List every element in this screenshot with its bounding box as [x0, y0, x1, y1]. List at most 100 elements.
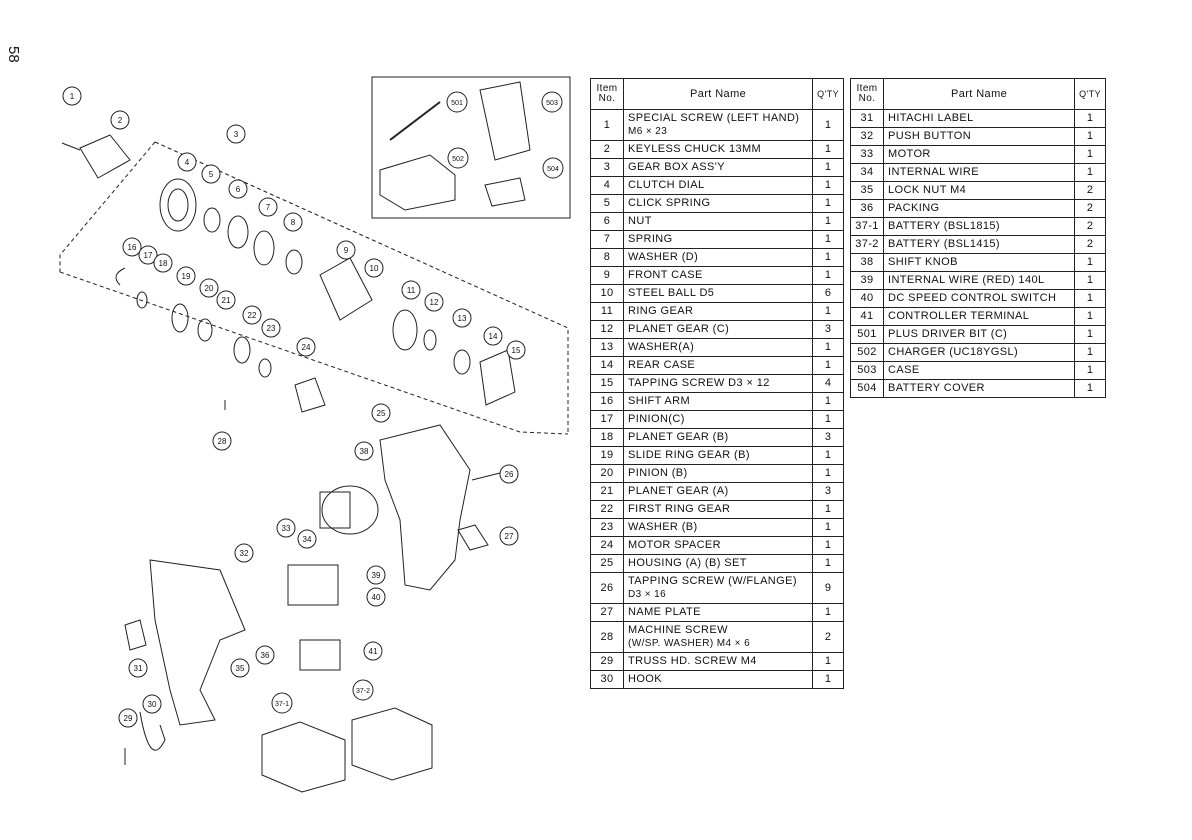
callout-12: 12 — [424, 292, 444, 312]
part-name: HITACHI LABEL — [882, 109, 1076, 128]
callout-label: 39 — [372, 571, 381, 580]
item-no: 502 — [850, 343, 884, 362]
part-name-line1: SHIFT KNOB — [888, 256, 958, 268]
callout-label: 21 — [222, 296, 231, 305]
item-no: 1 — [590, 109, 624, 141]
callout-circle — [446, 91, 468, 113]
callout-9: 9 — [336, 240, 356, 260]
callout-label: 38 — [360, 447, 369, 456]
part-name: CLICK SPRING — [622, 194, 814, 213]
callout-label: 23 — [267, 324, 276, 333]
callout-label: 36 — [261, 651, 270, 660]
item-no: 12 — [590, 320, 624, 339]
item-no: 22 — [590, 500, 624, 519]
keyless-chuck-drawing — [79, 134, 131, 179]
callout-circle — [138, 245, 158, 265]
item-no: 23 — [590, 518, 624, 537]
item-no: 32 — [850, 127, 884, 146]
callout-37-2: 37-2 — [352, 679, 374, 701]
callout-29: 29 — [118, 708, 138, 728]
part-name: SLIDE RING GEAR (B) — [622, 446, 814, 465]
qty: 1 — [812, 109, 844, 141]
qty: 1 — [1074, 379, 1106, 398]
item-no: 39 — [850, 271, 884, 290]
part-name-line1: TAPPING SCREW D3 × 12 — [628, 377, 770, 389]
part-name-line1: WASHER (D) — [628, 251, 699, 263]
qty: 4 — [812, 374, 844, 393]
qty: 6 — [812, 284, 844, 303]
qty: 1 — [1074, 325, 1106, 344]
callout-circle — [336, 240, 356, 260]
callout-6: 6 — [228, 179, 248, 199]
qty: 1 — [812, 652, 844, 671]
qty: 1 — [812, 603, 844, 622]
part-name-line1: CONTROLLER TERMINAL — [888, 310, 1030, 322]
callout-502: 502 — [447, 147, 469, 169]
callout-17: 17 — [138, 245, 158, 265]
part-name-line1: DC SPEED CONTROL SWITCH — [888, 292, 1057, 304]
item-no: 10 — [590, 284, 624, 303]
part-name-line1: PLANET GEAR (C) — [628, 323, 730, 335]
callout-circle — [364, 258, 384, 278]
part-name-line1: PINION (B) — [628, 467, 688, 479]
part-name: BATTERY (BSL1815) — [882, 217, 1076, 236]
callout-label: 502 — [452, 156, 464, 163]
item-no: 11 — [590, 302, 624, 321]
part-name: WASHER (B) — [622, 518, 814, 537]
housing-drawing — [379, 424, 471, 591]
callout-2: 2 — [110, 110, 130, 130]
callout-504: 504 — [542, 157, 564, 179]
callout-label: 26 — [505, 470, 514, 479]
item-no: 18 — [590, 428, 624, 447]
callout-circle — [452, 308, 472, 328]
part-name: SHIFT KNOB — [882, 253, 1076, 272]
part-name-line1: MACHINE SCREW — [628, 624, 728, 636]
battery-2-drawing — [351, 707, 433, 781]
item-no: 17 — [590, 410, 624, 429]
callout-40: 40 — [366, 587, 386, 607]
callout-28: 28 — [212, 431, 232, 451]
part-name: MOTOR SPACER — [622, 536, 814, 555]
part-name-line1: FIRST RING GEAR — [628, 503, 731, 515]
callout-circle — [118, 708, 138, 728]
item-no: 30 — [590, 670, 624, 689]
qty: 1 — [812, 176, 844, 195]
qty: 1 — [812, 194, 844, 213]
callout-503: 503 — [541, 91, 563, 113]
callout-circle — [212, 431, 232, 451]
qty: 1 — [1074, 343, 1106, 362]
part-name: STEEL BALL D5 — [622, 284, 814, 303]
handle-drawing — [149, 559, 246, 726]
qty: 1 — [1074, 361, 1106, 380]
part-name-line1: TRUSS HD. SCREW M4 — [628, 655, 757, 667]
callout-label: 9 — [344, 246, 349, 255]
callout-circle — [499, 464, 519, 484]
qty: 2 — [1074, 217, 1106, 236]
item-no: 37-1 — [850, 217, 884, 236]
part-name: BATTERY COVER — [882, 379, 1076, 398]
callout-circle — [242, 305, 262, 325]
callout-circle — [176, 266, 196, 286]
part-name-line1: PLUS DRIVER BIT (C) — [888, 328, 1008, 340]
item-no: 36 — [850, 199, 884, 218]
part-name: PINION (B) — [622, 464, 814, 483]
callout-circle — [230, 658, 250, 678]
part-name: PLANET GEAR (B) — [622, 428, 814, 447]
part-name: PUSH BUTTON — [882, 127, 1076, 146]
item-no: 3 — [590, 158, 624, 177]
part-name-line1: WASHER(A) — [628, 341, 695, 353]
header-part-name: Part Name — [622, 78, 814, 110]
qty: 1 — [1074, 145, 1106, 164]
callout-label: 6 — [236, 185, 241, 194]
